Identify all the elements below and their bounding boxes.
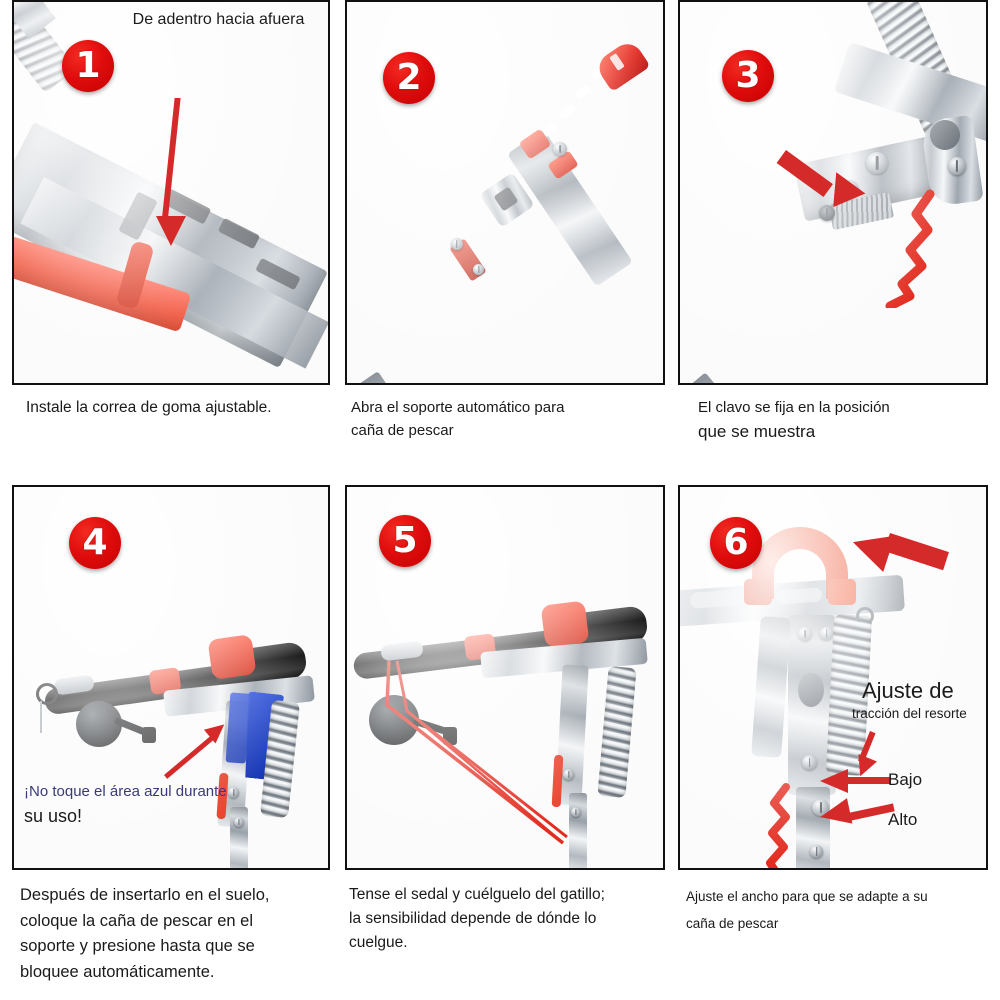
step-4-cell: 4 ¡No toque el área azul durante su uso!…	[12, 485, 330, 1000]
step-1-caption: Instale la correa de goma ajustable.	[26, 399, 272, 416]
annotation-spring-subtitle: tracción del resorte	[852, 706, 967, 721]
red-rod-clamp	[207, 634, 257, 680]
screw-part	[948, 157, 966, 175]
step-3-cell: 3 El clavo se fija en la posición que se…	[678, 0, 988, 485]
steps-row-top: 1 De adentro hacia afuera Instale la cor…	[0, 0, 1000, 485]
step-4-panel: 4 ¡No toque el área azul durante su uso!	[12, 485, 330, 870]
step-2-caption: Abra el soporte automático para caña de …	[351, 399, 565, 440]
annotation-high-label: Alto	[888, 810, 918, 829]
reel-knob	[142, 727, 156, 743]
steps-row-bottom: 4 ¡No toque el área azul durante su uso!…	[0, 485, 1000, 1000]
step-6-photo: 6 Ajuste de tracción del resorte Bajo Al…	[680, 487, 986, 868]
rod-guide	[36, 683, 58, 705]
nail-screw	[840, 180, 859, 199]
screw-part	[866, 152, 888, 174]
step-5-caption: Tense el sedal y cuélguelo del gatillo; …	[349, 886, 605, 952]
annotation-inside-out: De adentro hacia afuera	[132, 11, 305, 28]
step-6-panel: 6 Ajuste de tracción del resorte Bajo Al…	[678, 485, 988, 870]
step-4-photo: 4 ¡No toque el área azul durante su uso!	[14, 487, 328, 868]
step-2-photo: 2	[347, 2, 663, 383]
step-6-cell: 6 Ajuste de tracción del resorte Bajo Al…	[678, 485, 988, 1000]
annotation-spring-title: Ajuste de	[862, 678, 954, 703]
red-zigzag-trigger	[766, 783, 790, 868]
red-zigzag-hook	[885, 189, 935, 308]
step-2-cell: 2 Abra el soporte automático para caña d…	[345, 0, 665, 485]
screw-part	[553, 142, 567, 156]
annotation-blue-warning: ¡No toque el área azul durante su uso!	[24, 783, 227, 827]
step-5-cell: 5 Tense el sedal y cuélguelo del gatillo…	[345, 485, 665, 1000]
step-1-panel: 1 De adentro hacia afuera	[12, 0, 330, 385]
down-right-arrow-icon	[776, 144, 868, 218]
step-6-caption: Ajuste el ancho para que se adapte a su …	[686, 889, 928, 931]
step-number-badge: 5	[379, 515, 431, 567]
up-right-arrow-icon	[162, 717, 238, 789]
step-number-badge: 2	[383, 52, 435, 104]
tube-slot	[558, 104, 576, 120]
screw-part	[798, 627, 812, 641]
cam-disc	[798, 673, 824, 707]
screw-part	[228, 787, 239, 798]
holder-shaft	[353, 371, 602, 383]
fishing-reel	[76, 701, 122, 747]
tube-slot	[574, 84, 592, 100]
screw-part	[234, 817, 244, 827]
screw-part	[810, 845, 823, 858]
annotation-low-label: Bajo	[888, 770, 923, 789]
spring-eyelet	[856, 607, 874, 625]
strap-end	[744, 579, 772, 605]
step-3-caption: El clavo se fija en la posición que se m…	[698, 399, 890, 442]
main-bar	[680, 372, 986, 383]
screw-part	[451, 238, 463, 250]
low-arrow-icon	[820, 769, 890, 793]
step-1-photo: 1 De adentro hacia afuera	[14, 2, 328, 383]
step-number-badge: 6	[710, 517, 762, 569]
screw-part	[571, 807, 581, 817]
high-arrow-icon	[817, 798, 895, 833]
step-2-panel: 2	[345, 0, 665, 385]
side-lever	[751, 616, 791, 758]
step-4-caption: Después de insertarlo en el suelo, coloq…	[20, 886, 270, 981]
red-rod-clamp	[540, 600, 590, 648]
step-5-panel: 5	[345, 485, 665, 870]
step-5-photo: 5	[347, 487, 663, 868]
screw-part	[819, 205, 835, 221]
step-number-badge: 4	[69, 517, 121, 569]
down-arrow-icon	[156, 98, 186, 248]
step-3-panel: 3	[678, 0, 988, 385]
step-3-photo: 3	[680, 2, 986, 383]
strap-end	[828, 579, 856, 605]
low-adjust-screw	[802, 755, 817, 770]
screw-part	[820, 627, 833, 640]
left-arrow-icon	[847, 524, 958, 573]
screw-part	[563, 769, 574, 780]
fishing-line	[40, 701, 42, 733]
step-number-badge: 1	[62, 40, 114, 92]
screw-part	[473, 264, 484, 275]
red-fishing-line	[385, 660, 568, 845]
high-adjust-screw	[812, 799, 829, 816]
step-number-badge: 3	[722, 50, 774, 102]
step-1-cell: 1 De adentro hacia afuera Instale la cor…	[12, 0, 330, 485]
fishing-reel	[369, 695, 419, 745]
